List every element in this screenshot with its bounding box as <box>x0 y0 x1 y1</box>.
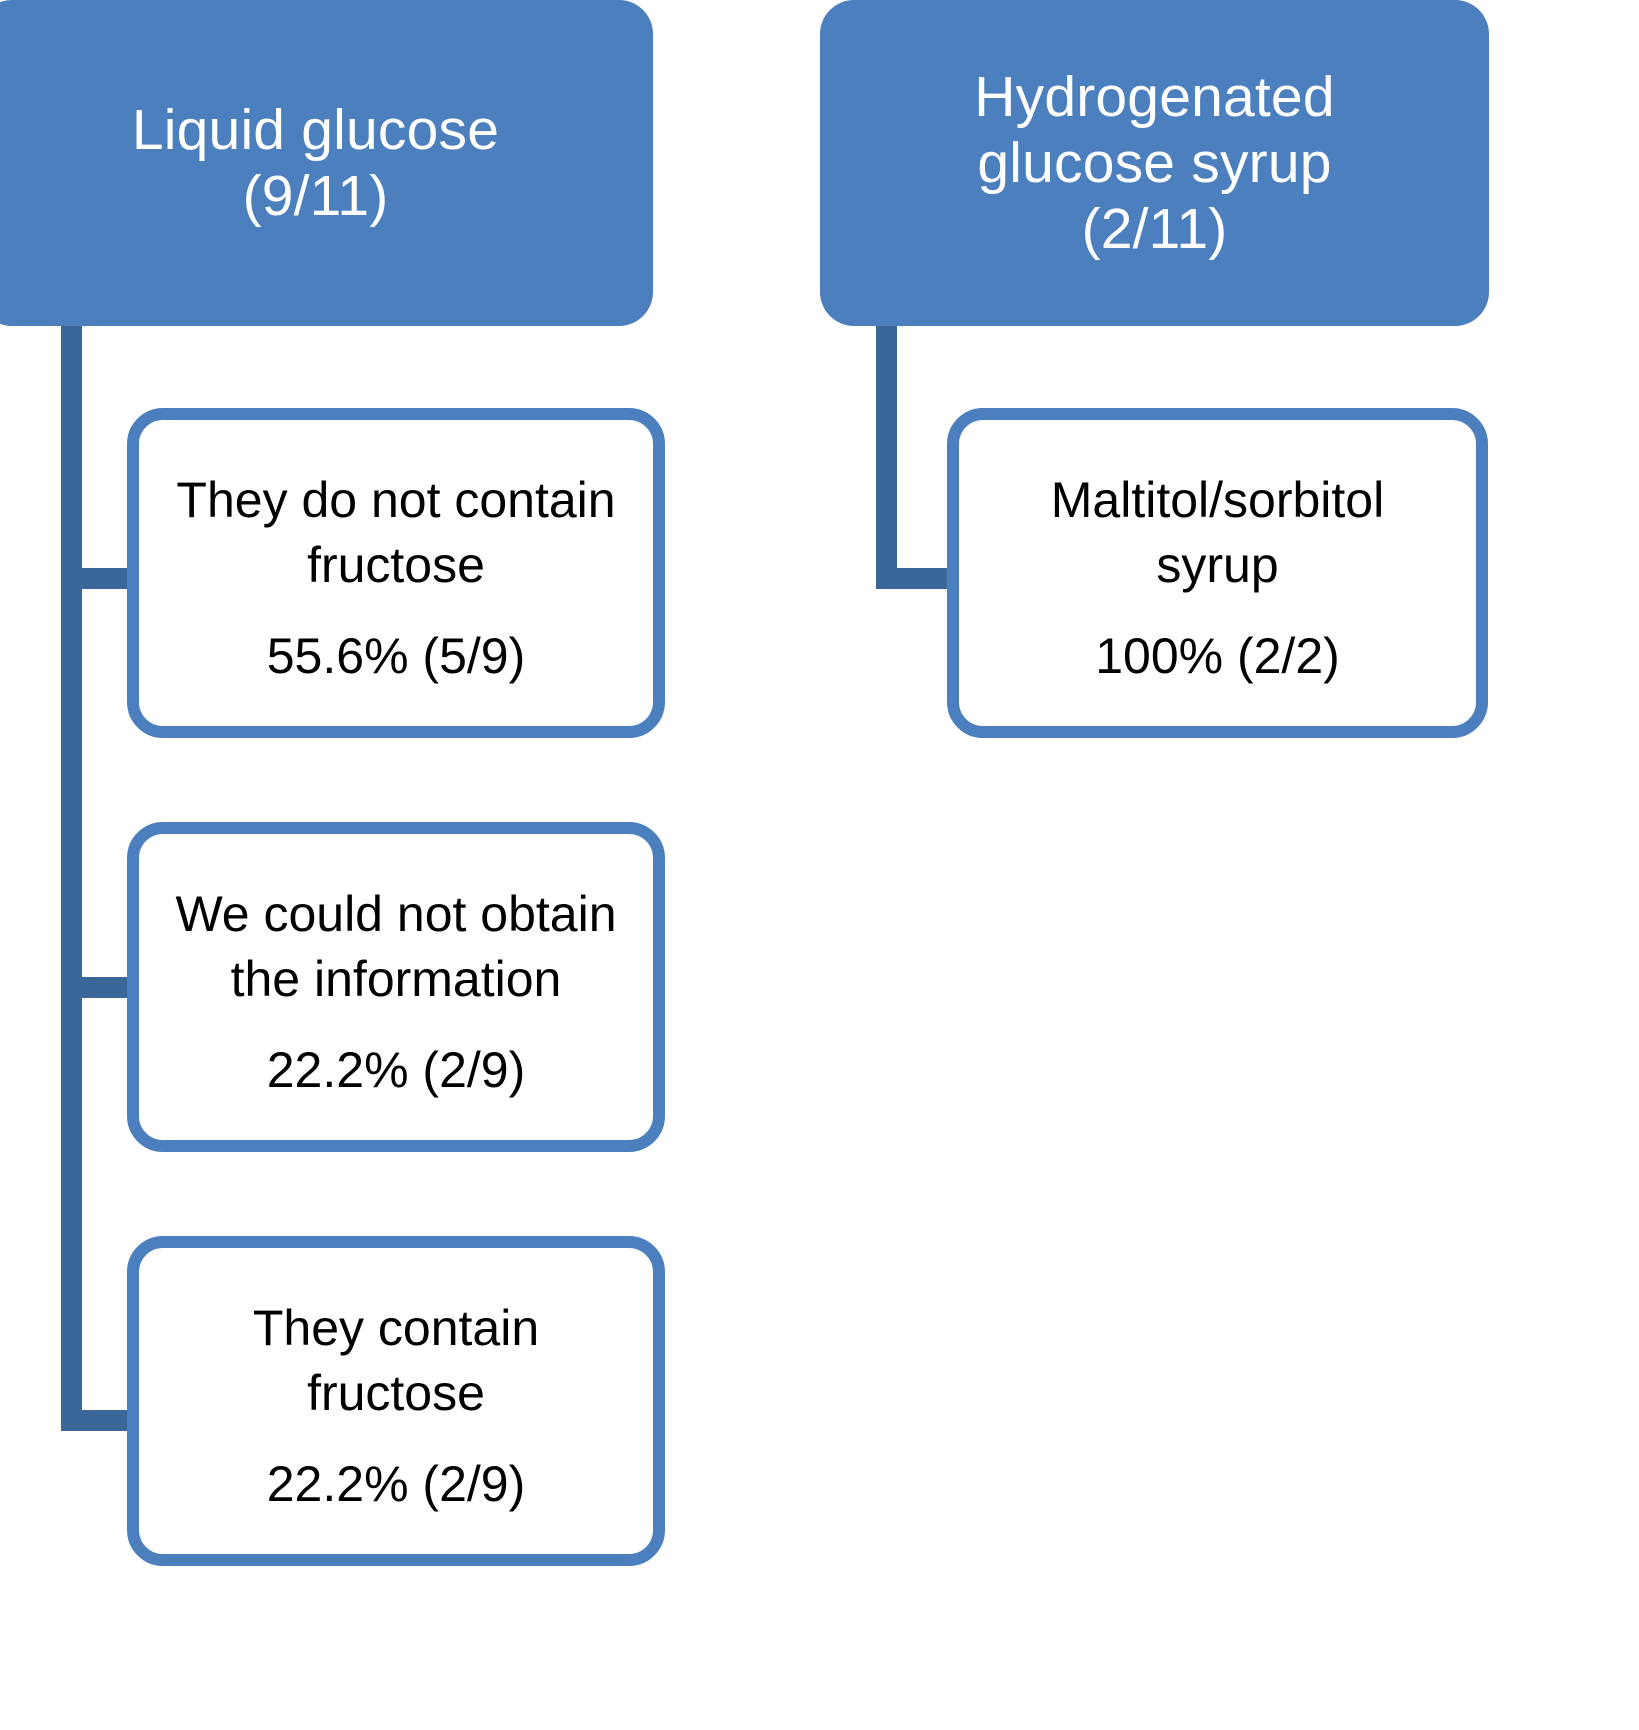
child-node-maltitol-sorbitol-syrup-value: 100% (2/2) <box>1095 627 1340 684</box>
child-node-no-fructose-label: They do not contain fructose <box>176 471 616 593</box>
child-node-no-information[interactable]: We could not obtain the information 22.2… <box>127 822 665 1152</box>
root-node-liquid-glucose[interactable]: Liquid glucose (9/11) <box>0 0 653 326</box>
root-node-liquid-glucose-count: (9/11) <box>242 164 389 228</box>
connector-trunk-liquid-glucose <box>61 326 82 1431</box>
root-node-hydrogenated-glucose-syrup-count: (2/11) <box>1081 197 1228 262</box>
connector-trunk-hydrogenated-glucose-syrup <box>876 326 897 589</box>
connector-branch-no-information <box>61 977 139 998</box>
child-node-no-fructose[interactable]: They do not contain fructose 55.6% (5/9) <box>127 408 665 738</box>
root-node-hydrogenated-glucose-syrup-title-line2: glucose syrup <box>977 130 1332 195</box>
child-node-no-information-label: We could not obtain the information <box>175 885 617 1007</box>
child-node-maltitol-sorbitol-syrup-label: Maltitol/sorbitol syrup <box>1050 471 1385 593</box>
connector-branch-maltitol-sorbitol-syrup <box>876 568 959 589</box>
child-node-contain-fructose[interactable]: They contain fructose 22.2% (2/9) <box>127 1236 665 1566</box>
child-node-contain-fructose-label: They contain fructose <box>252 1299 540 1421</box>
root-node-hydrogenated-glucose-syrup-title-line1: Hydrogenated <box>974 64 1335 129</box>
connector-branch-no-fructose <box>61 568 139 589</box>
root-node-liquid-glucose-title-line1: Liquid glucose <box>131 97 500 162</box>
child-node-maltitol-sorbitol-syrup[interactable]: Maltitol/sorbitol syrup 100% (2/2) <box>947 408 1488 738</box>
child-node-contain-fructose-value: 22.2% (2/9) <box>266 1455 526 1512</box>
child-node-no-information-value: 22.2% (2/9) <box>266 1041 526 1098</box>
connector-branch-contain-fructose <box>61 1410 139 1431</box>
child-node-no-fructose-value: 55.6% (5/9) <box>266 627 526 684</box>
root-node-hydrogenated-glucose-syrup[interactable]: Hydrogenated glucose syrup (2/11) <box>820 0 1489 326</box>
